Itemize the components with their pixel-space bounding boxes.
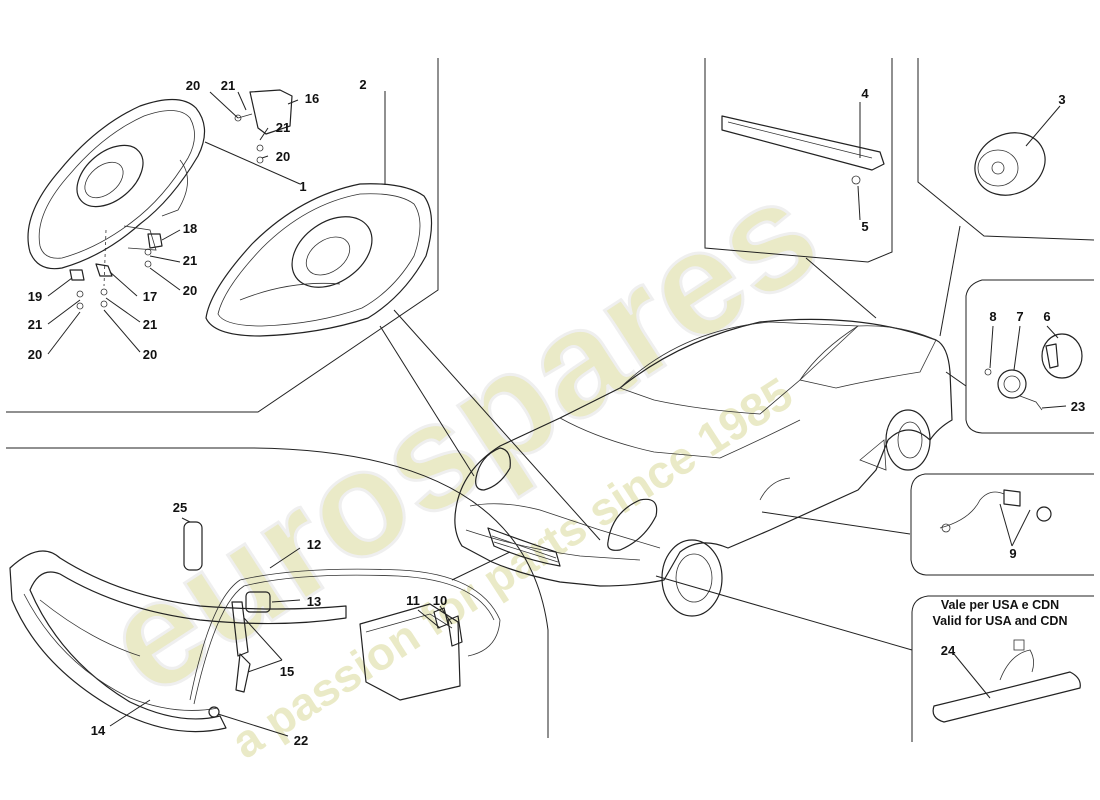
callout-14: 14	[91, 723, 106, 738]
callout-19: 19	[28, 289, 42, 304]
callout-21c: 21	[183, 253, 197, 268]
section-frames	[6, 58, 1095, 742]
callout-20b: 20	[276, 149, 290, 164]
callout-7: 7	[1016, 309, 1023, 324]
callout-21b: 21	[276, 120, 290, 135]
callout-8: 8	[989, 309, 996, 324]
callout-labels: 1 2 3 4 5 6 7 8 9 10 11 12 13 14 15 16 1…	[28, 77, 1085, 748]
callout-18: 18	[183, 221, 197, 236]
callout-23: 23	[1071, 399, 1085, 414]
callout-21d: 21	[28, 317, 42, 332]
car-body	[454, 318, 953, 617]
callout-10: 10	[433, 593, 447, 608]
callout-5: 5	[861, 219, 868, 234]
headlight-assembly-1	[27, 89, 293, 310]
callout-17: 17	[143, 289, 157, 304]
note-line-2: Valid for USA and CDN	[933, 614, 1068, 628]
callout-11: 11	[406, 593, 420, 608]
headlight-assembly-2	[205, 183, 433, 337]
sensor-assembly	[939, 489, 1052, 533]
watermark: eurospares a passion for parts since 198…	[74, 144, 847, 768]
callout-20e: 20	[143, 347, 157, 362]
third-brake-light	[721, 115, 885, 185]
callout-9: 9	[1009, 546, 1016, 561]
car-left-headlight	[475, 447, 511, 491]
callout-2: 2	[359, 77, 366, 92]
side-marker-light	[932, 639, 1081, 723]
callout-6: 6	[1043, 309, 1050, 324]
callout-3: 3	[1058, 92, 1065, 107]
callout-22: 22	[294, 733, 308, 748]
leader-lines	[47, 91, 1067, 737]
callout-24: 24	[941, 643, 956, 658]
callout-12: 12	[307, 537, 321, 552]
callout-15: 15	[280, 664, 294, 679]
callout-25: 25	[173, 500, 187, 515]
callout-13: 13	[307, 594, 321, 609]
callout-20d: 20	[28, 347, 42, 362]
callout-1: 1	[299, 179, 306, 194]
car-right-headlight	[607, 498, 658, 551]
callout-20a: 20	[186, 78, 200, 93]
note-line-1: Vale per USA e CDN	[941, 598, 1059, 612]
horn-large	[974, 132, 1046, 196]
bumper-washer-system	[9, 521, 501, 733]
car-grille	[487, 527, 561, 567]
callout-21e: 21	[143, 317, 157, 332]
callout-16: 16	[305, 91, 319, 106]
callout-4: 4	[861, 86, 869, 101]
callout-21a: 21	[221, 78, 235, 93]
callout-20c: 20	[183, 283, 197, 298]
horn-small-assembly	[984, 333, 1083, 411]
